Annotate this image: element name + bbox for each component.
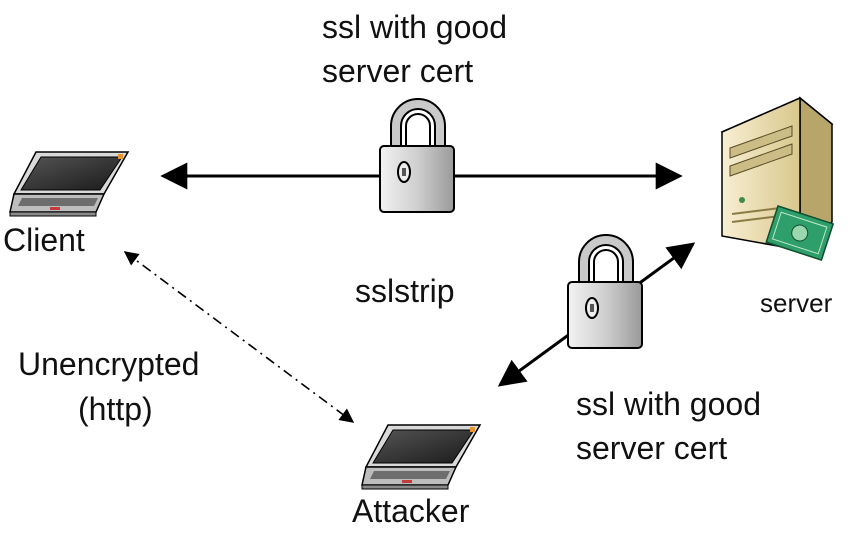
- padlock-icon: [379, 98, 455, 213]
- server-label: server: [760, 288, 833, 318]
- edge-client-attacker: [123, 251, 355, 423]
- left-edge-label-line1: Unencrypted: [18, 346, 200, 382]
- left-edge-label-line2: (http): [78, 391, 153, 427]
- right-edge-label-line1: ssl with good: [576, 386, 761, 422]
- laptop-icon: [9, 151, 130, 217]
- center-label: sslstrip: [355, 273, 455, 309]
- right-edge-label-line2: server cert: [576, 430, 728, 466]
- padlock-icon: [567, 234, 643, 349]
- attacker-label: Attacker: [352, 493, 470, 529]
- client-label: Client: [3, 222, 85, 258]
- top-edge-label-line2: server cert: [322, 53, 474, 89]
- laptop-icon: [361, 424, 482, 490]
- server-icon: [720, 96, 835, 262]
- top-edge-label-line1: ssl with good: [322, 9, 507, 45]
